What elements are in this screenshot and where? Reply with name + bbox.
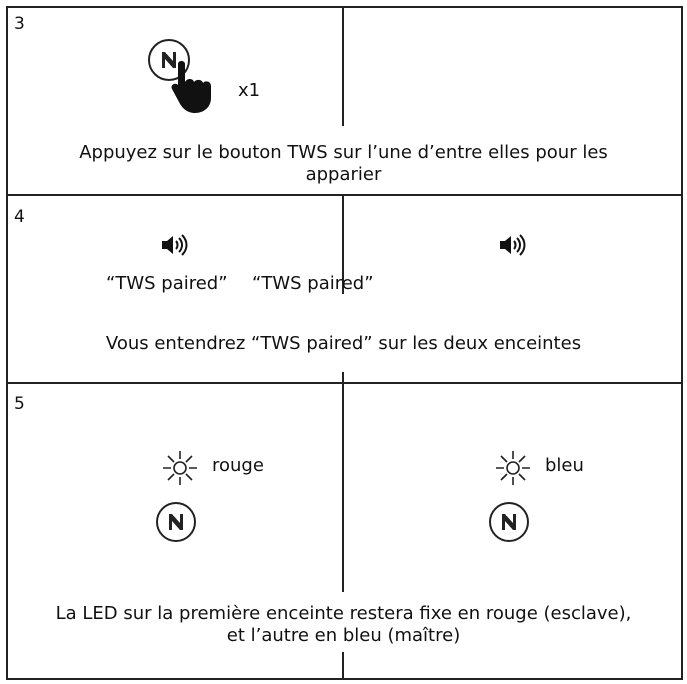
row-divider-1 — [6, 194, 683, 196]
column-divider-row2-top — [342, 196, 344, 294]
led-light-icon — [163, 451, 197, 485]
step-3-caption-line-2: apparier — [305, 164, 382, 185]
step-3-caption-line-1: Appuyez sur le bouton TWS sur l’une d’en… — [79, 142, 608, 163]
step-number: 5 — [14, 394, 25, 414]
speaker-sound-icon — [162, 234, 188, 256]
column-divider-bottom — [342, 652, 344, 680]
step-4-caption: Vous entendrez “TWS paired” sur les deux… — [105, 333, 582, 354]
finger-press-icon — [171, 61, 211, 113]
speaker-sound-icon — [500, 234, 526, 256]
column-divider-row3 — [342, 372, 344, 592]
instruction-frame — [6, 6, 683, 680]
step-number: 3 — [14, 14, 25, 34]
red-led-label: rouge — [212, 455, 264, 476]
tws-button-icon — [156, 502, 196, 542]
right-voice-prompt: “TWS paired” — [252, 273, 374, 294]
led-light-icon — [496, 451, 530, 485]
tws-button-icon — [489, 502, 529, 542]
press-count-label: x1 — [238, 80, 261, 101]
step-3-caption: Appuyez sur le bouton TWS sur l’une d’en… — [20, 142, 667, 186]
step-number: 4 — [14, 207, 25, 227]
step-5-caption: La LED sur la première enceinte restera … — [20, 603, 667, 647]
left-voice-prompt: “TWS paired” — [106, 273, 228, 294]
row-divider-2 — [6, 382, 683, 384]
step-5-caption-line-1: La LED sur la première enceinte restera … — [55, 603, 632, 624]
blue-led-label: bleu — [545, 455, 584, 476]
step-5-caption-line-2: et l’autre en bleu (maître) — [226, 625, 461, 646]
column-divider-row1 — [342, 6, 344, 126]
